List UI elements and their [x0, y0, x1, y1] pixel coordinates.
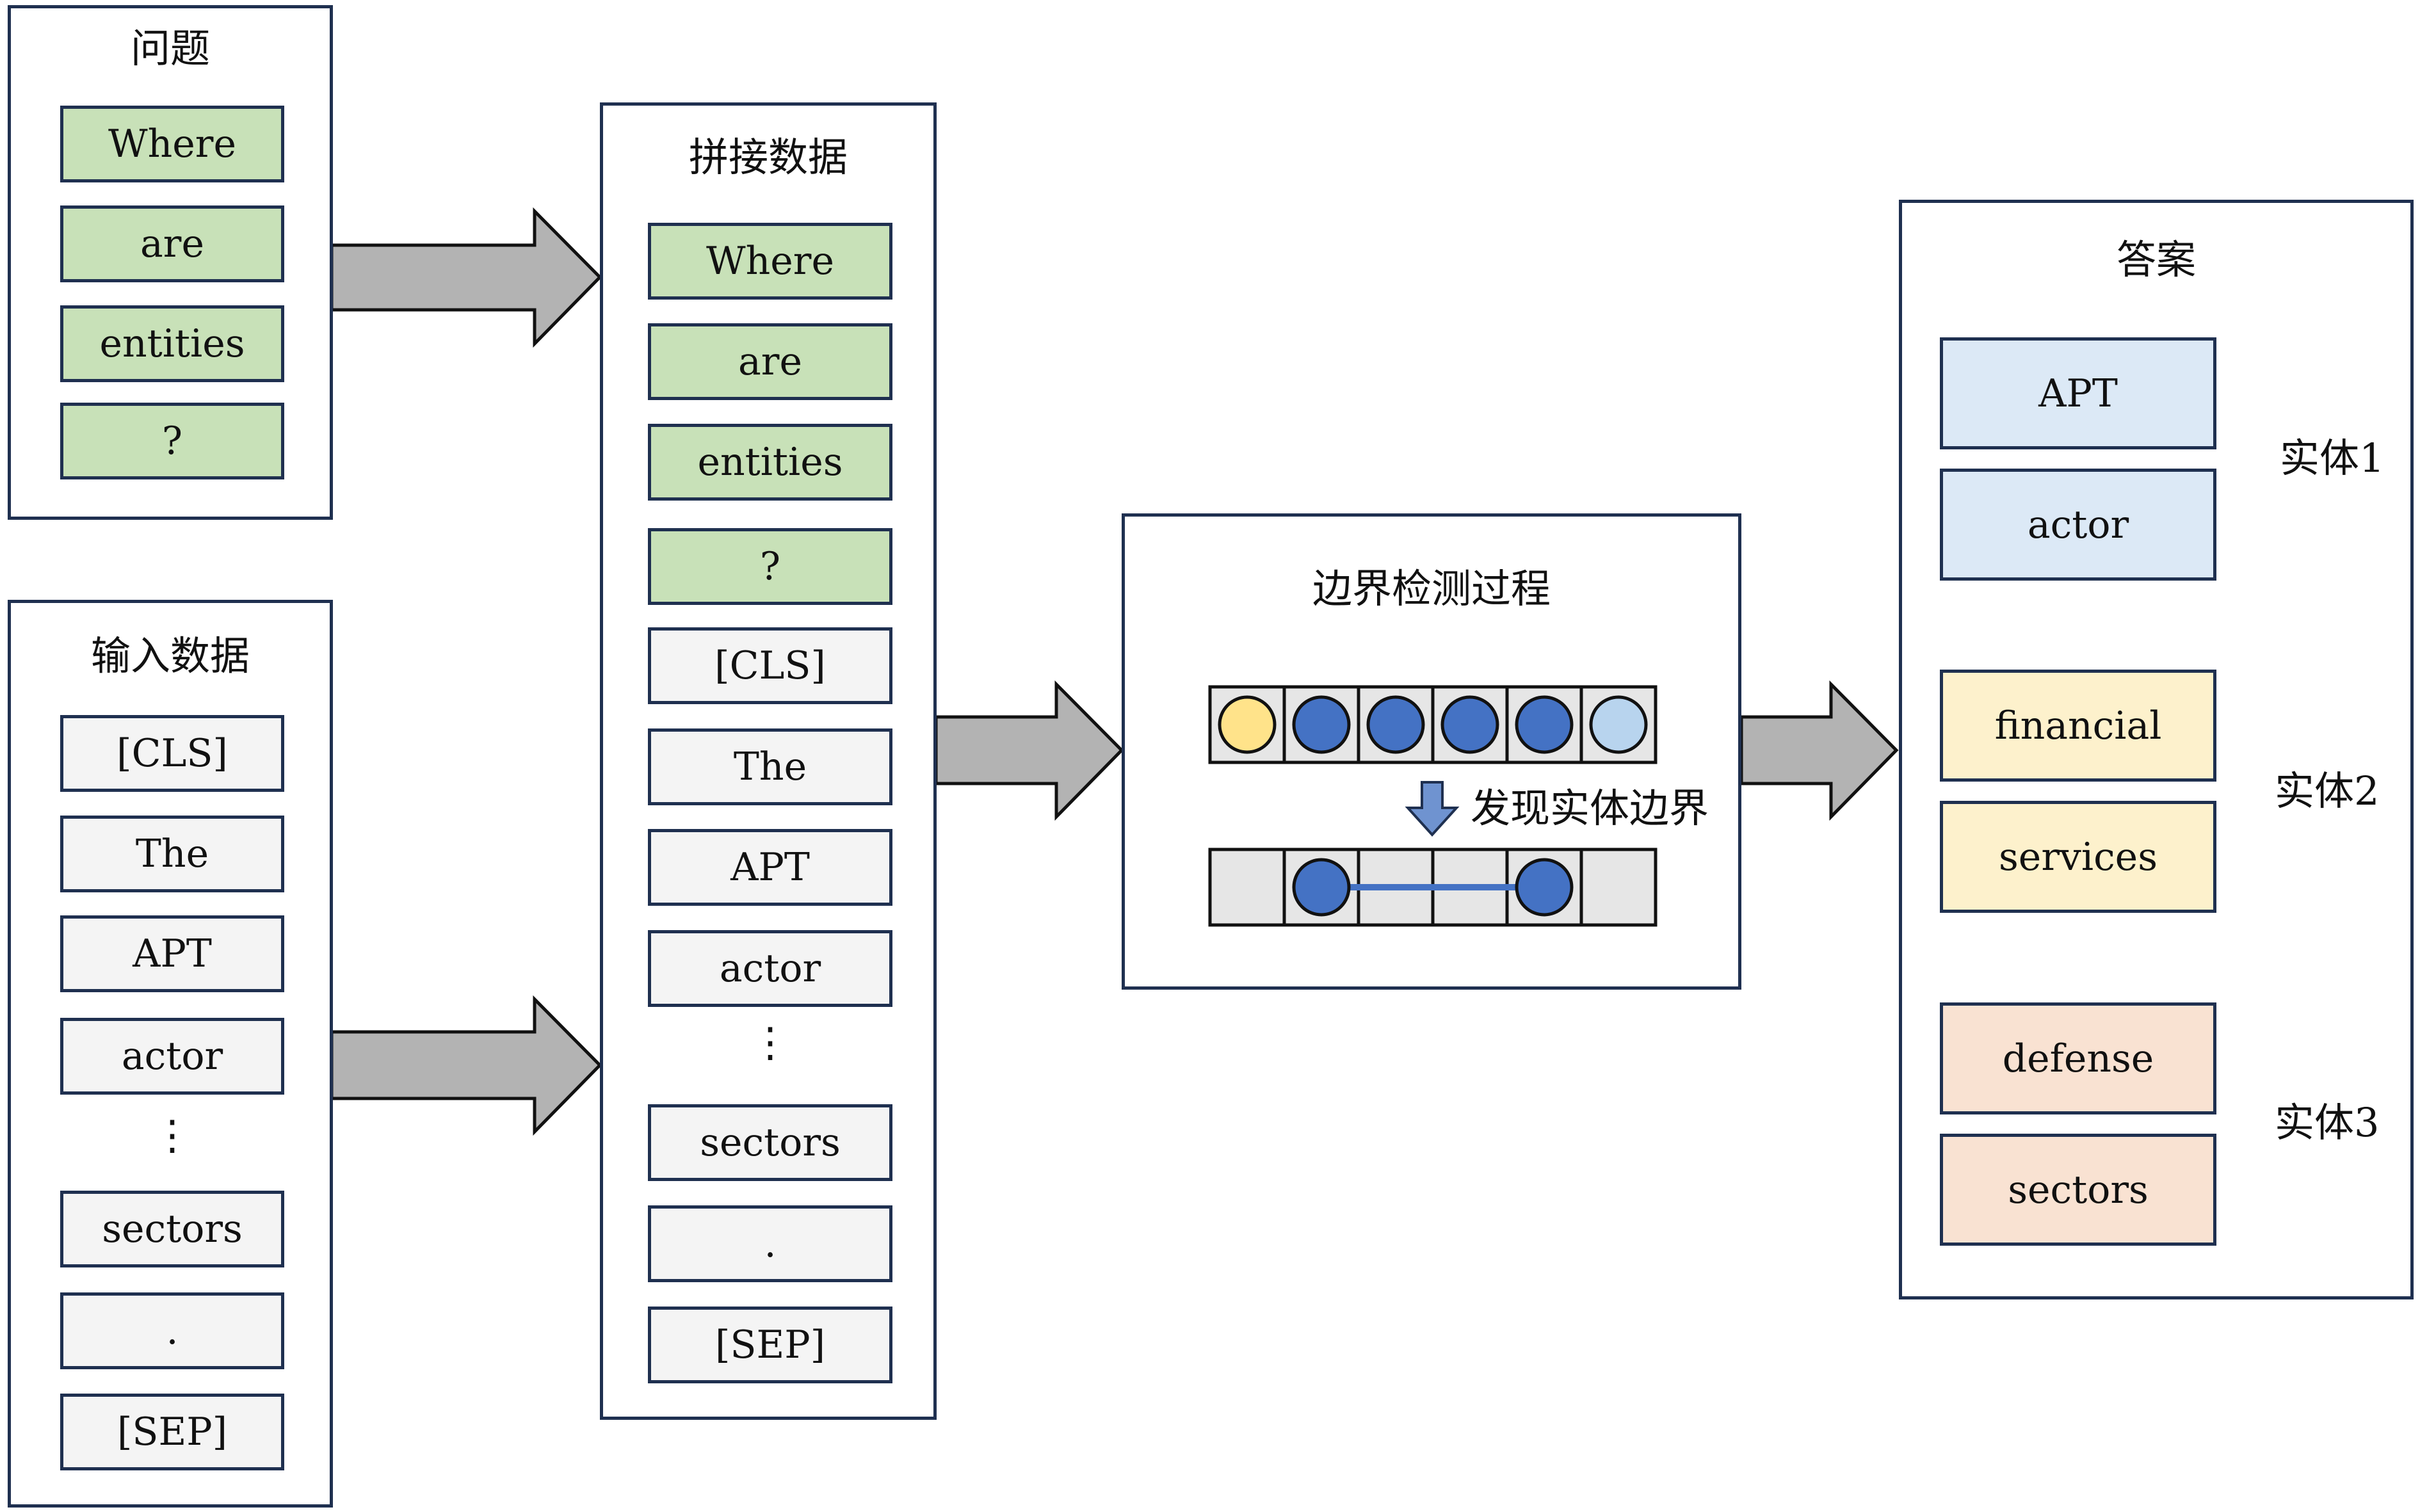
- concat-token: actor: [648, 930, 892, 1007]
- input-token: sectors: [60, 1191, 284, 1267]
- token-state-circle: [1218, 695, 1277, 754]
- arrow-input-to-concat: [330, 995, 602, 1136]
- entity-start-marker: [1292, 858, 1351, 917]
- question-panel: 问题 Where are entities ?: [8, 5, 333, 520]
- token-state-circle: [1292, 695, 1351, 754]
- input-token: [CLS]: [60, 715, 284, 792]
- boundary-step-label: 发现实体边界: [1471, 785, 1709, 832]
- answer-token: APT: [1940, 337, 2216, 449]
- answer-title: 答案: [2116, 236, 2196, 283]
- concat-token: [SEP]: [648, 1307, 892, 1383]
- input-title: 输入数据: [90, 632, 250, 679]
- concat-ellipsis: ⋮: [750, 1019, 791, 1066]
- arrow-concat-to-boundary: [934, 680, 1124, 821]
- answer-token: actor: [1940, 469, 2216, 581]
- boundary-cell: [1208, 848, 1286, 927]
- token-state-circle: [1589, 695, 1648, 754]
- answer-token: sectors: [1940, 1134, 2216, 1246]
- entity-end-marker: [1515, 858, 1574, 917]
- question-token: ?: [60, 403, 284, 479]
- token-state-circle: [1440, 695, 1499, 754]
- arrow-question-to-concat: [330, 207, 602, 348]
- question-token: are: [60, 205, 284, 282]
- token-state-circle: [1366, 695, 1425, 754]
- input-token: actor: [60, 1018, 284, 1095]
- concat-token: are: [648, 323, 892, 400]
- concat-token: APT: [648, 829, 892, 906]
- input-ellipsis: ⋮: [152, 1112, 193, 1159]
- input-token: .: [60, 1292, 284, 1369]
- concat-token: .: [648, 1205, 892, 1282]
- concat-token: [CLS]: [648, 627, 892, 704]
- concat-token: entities: [648, 424, 892, 501]
- concat-token: Where: [648, 223, 892, 300]
- answer-token: financial: [1940, 670, 2216, 782]
- concat-token: sectors: [648, 1104, 892, 1181]
- question-token: Where: [60, 106, 284, 182]
- input-token: [SEP]: [60, 1394, 284, 1470]
- question-title: 问题: [130, 25, 210, 72]
- boundary-title: 边界检测过程: [1312, 565, 1551, 612]
- entity-1-label: 实体1: [2280, 435, 2385, 481]
- entity-2-label: 实体2: [2275, 768, 2380, 814]
- answer-panel: 答案 APT actor financial services defense …: [1899, 200, 2414, 1299]
- input-token: The: [60, 816, 284, 892]
- entity-3-label: 实体3: [2275, 1099, 2380, 1146]
- boundary-visual: [1208, 685, 1658, 927]
- concat-token: ?: [648, 528, 892, 605]
- down-arrow-icon: [1405, 781, 1460, 837]
- input-panel: 输入数据 [CLS] The APT actor ⋮ sectors . [SE…: [8, 600, 333, 1508]
- boundary-panel: 边界检测过程 发现实体边界: [1122, 513, 1741, 990]
- arrow-boundary-to-answer: [1739, 680, 1899, 821]
- concat-title: 拼接数据: [688, 134, 848, 181]
- answer-token: services: [1940, 801, 2216, 913]
- token-state-circle: [1515, 695, 1574, 754]
- concat-token: The: [648, 728, 892, 805]
- concat-panel: 拼接数据 Where are entities ? [CLS] The APT …: [600, 102, 937, 1420]
- answer-token: defense: [1940, 1002, 2216, 1114]
- input-token: APT: [60, 915, 284, 992]
- question-token: entities: [60, 305, 284, 382]
- boundary-cell: [1579, 848, 1658, 927]
